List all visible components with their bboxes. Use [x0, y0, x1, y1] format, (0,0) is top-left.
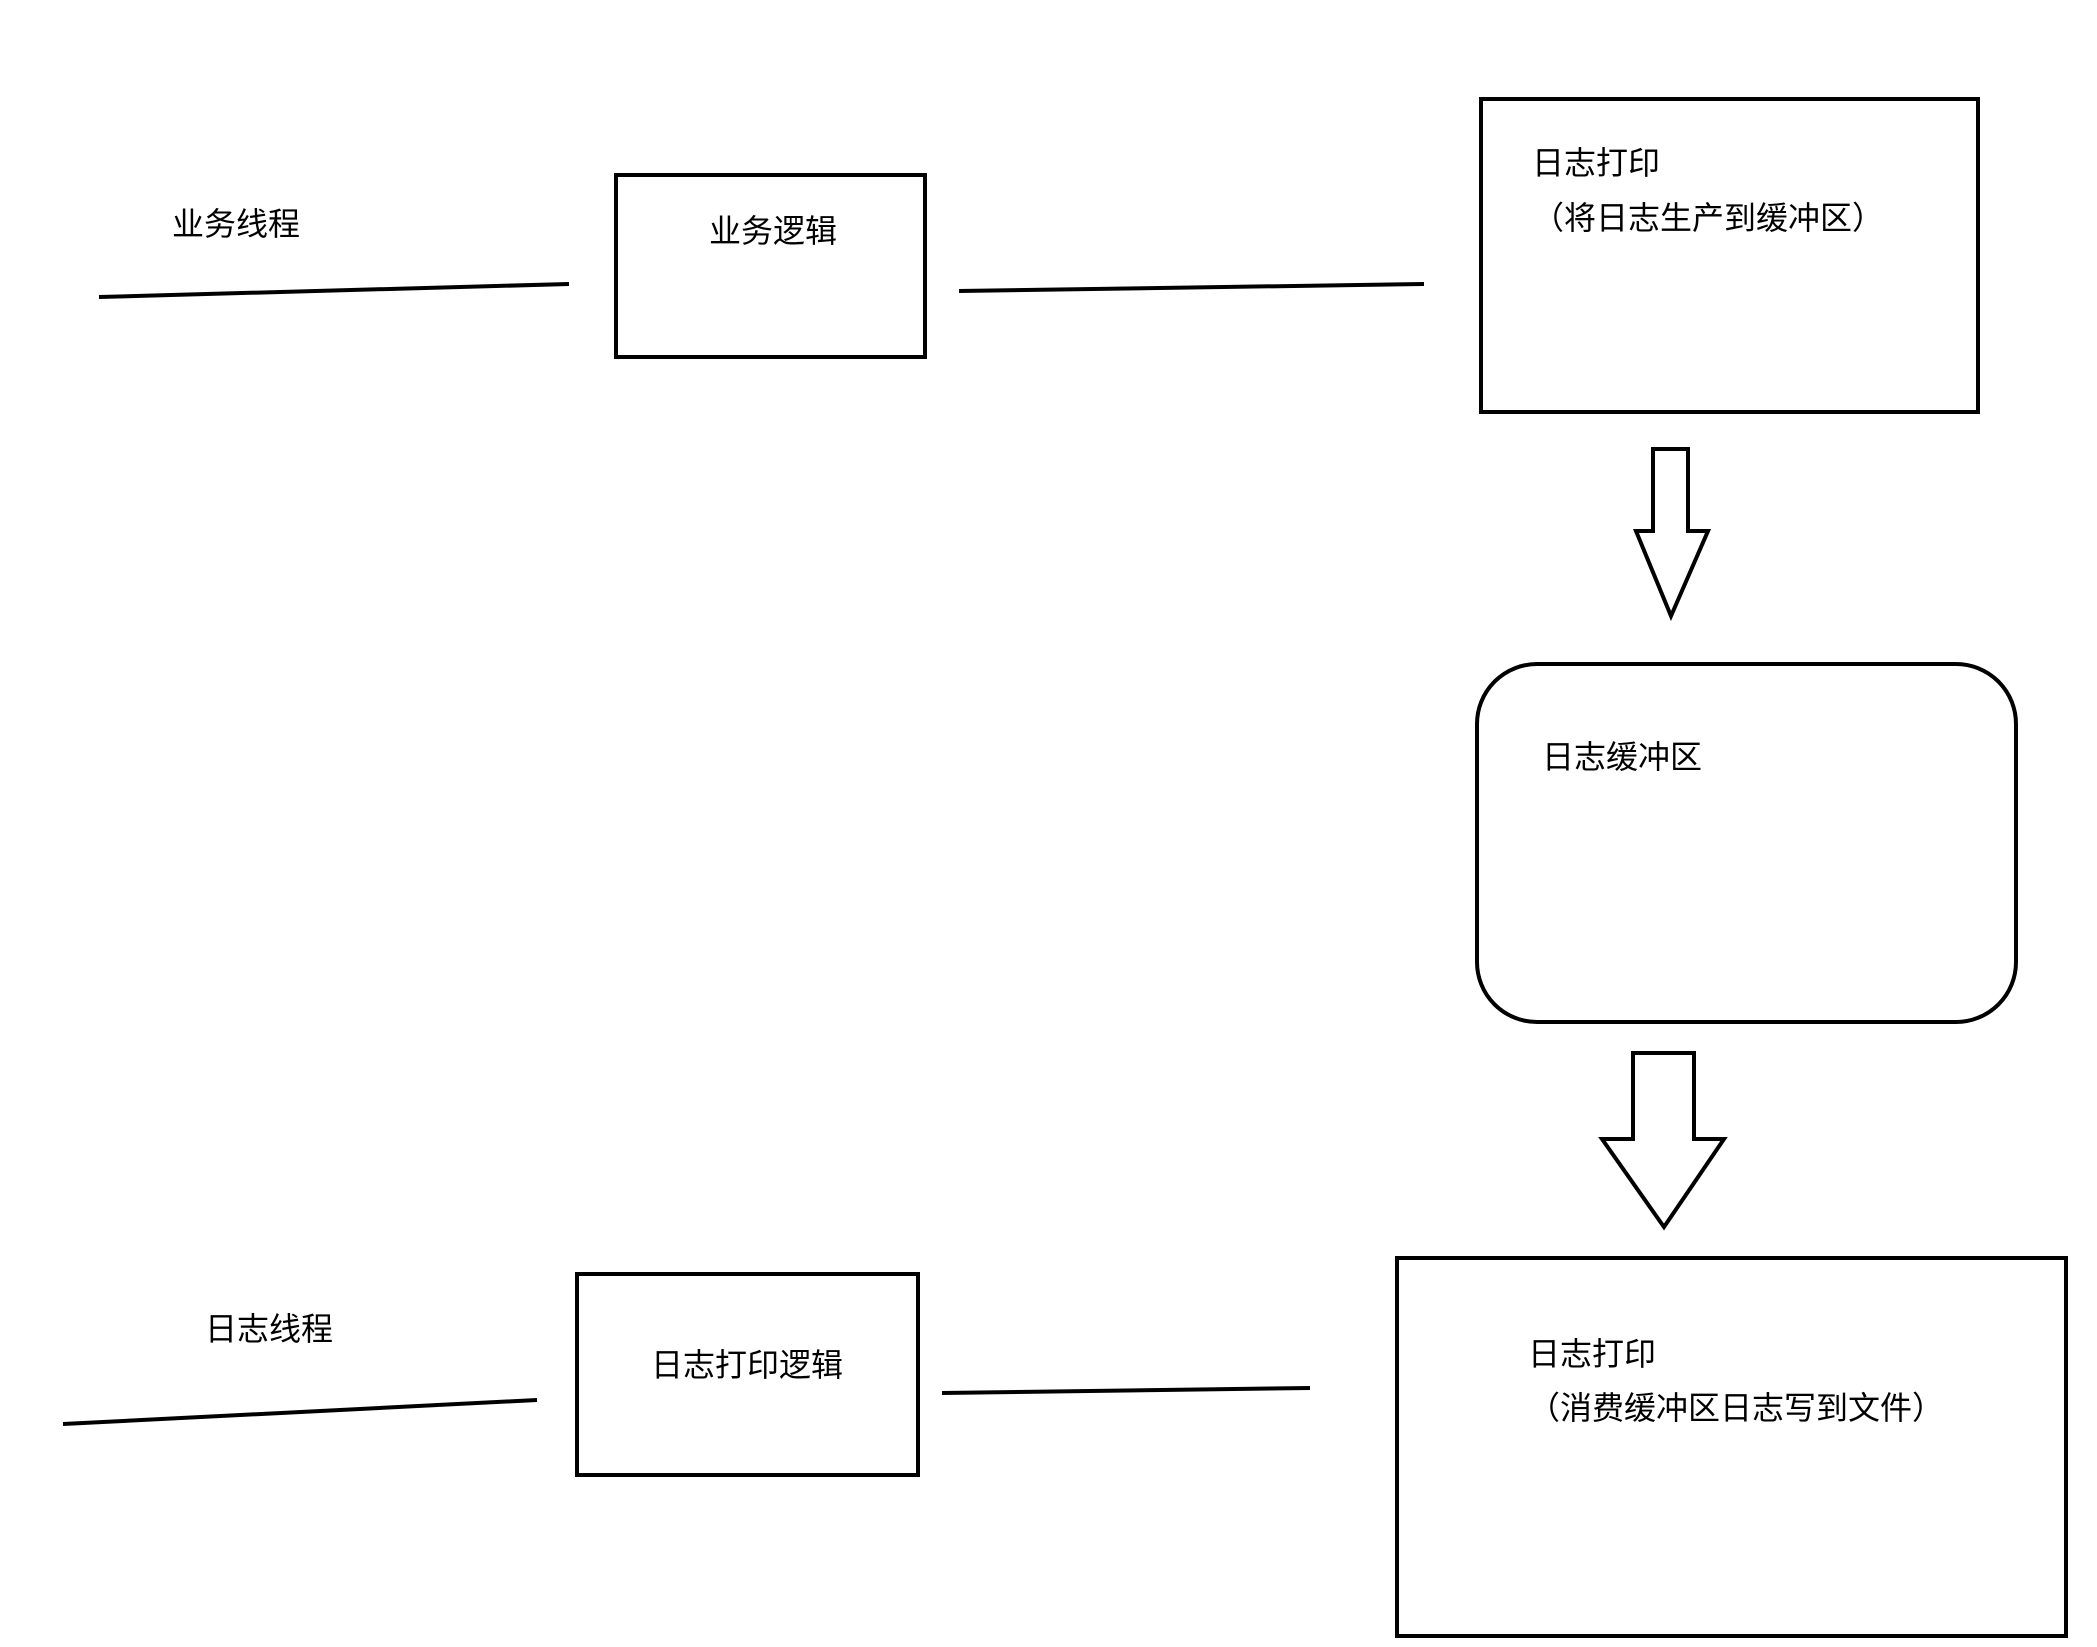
produce-log-title: 日志打印: [1532, 144, 1661, 182]
business-logic-label: 业务逻辑: [709, 212, 838, 250]
log-thread-line: [62, 1398, 538, 1426]
business-logic-box: [614, 173, 927, 359]
produce-log-box: [1479, 97, 1980, 414]
consume-log-box: [1395, 1256, 2068, 1638]
log-logic-to-print-connector: [941, 1386, 1311, 1395]
log-buffer-label: 日志缓冲区: [1542, 738, 1703, 776]
produce-log-detail: （将日志生产到缓冲区）: [1532, 199, 1885, 237]
log-print-logic-label: 日志打印逻辑: [651, 1346, 844, 1384]
down-arrow-to-buffer: [1633, 447, 1712, 622]
down-arrow-to-consumer: [1598, 1051, 1728, 1231]
log-print-logic-box: [575, 1272, 920, 1477]
business-thread-line: [98, 282, 570, 299]
consume-log-title: 日志打印: [1528, 1335, 1657, 1373]
consume-log-detail: （消费缓冲区日志写到文件）: [1528, 1389, 1945, 1427]
business-to-print-connector: [958, 282, 1425, 293]
business-thread-label: 业务线程: [172, 205, 301, 243]
log-thread-label: 日志线程: [205, 1310, 334, 1348]
log-buffer-box: [1475, 662, 2018, 1024]
